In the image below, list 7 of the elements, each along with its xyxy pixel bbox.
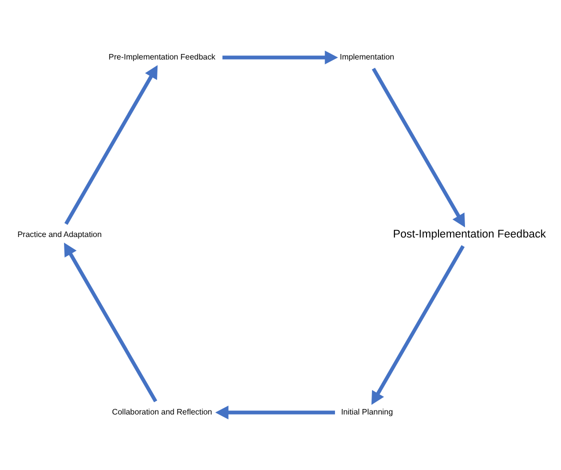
- node-text: Post-Implementation Feedback: [393, 228, 546, 241]
- arrow: [371, 245, 465, 405]
- arrow: [372, 68, 466, 228]
- arrow: [64, 242, 158, 402]
- arrow: [222, 50, 338, 64]
- arrow: [215, 406, 335, 420]
- arrow: [64, 65, 158, 225]
